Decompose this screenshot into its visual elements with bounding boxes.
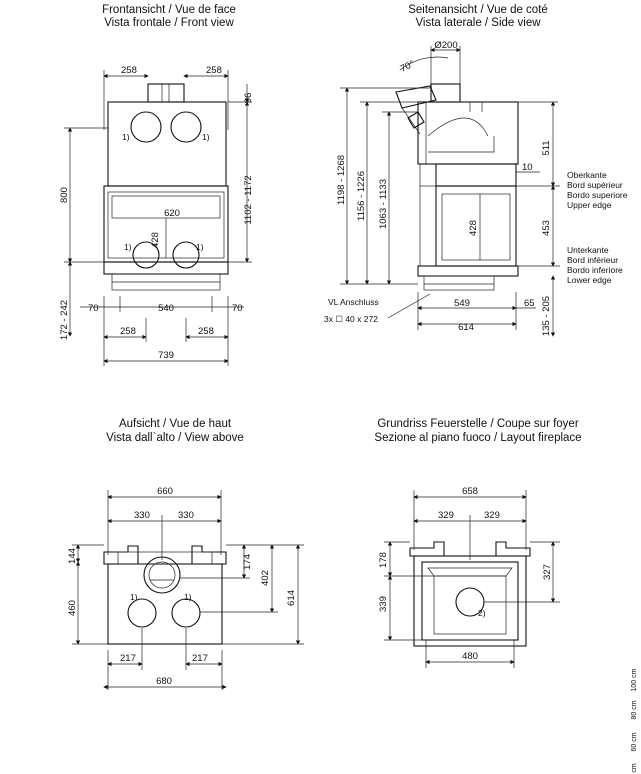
above-dim-b-l: 217 — [120, 653, 136, 664]
side-dim-back: 65 — [524, 298, 535, 309]
above-mark-2: 1) — [184, 592, 192, 602]
side-dim-total: 614 — [458, 322, 474, 333]
above-dim-h402: 402 — [260, 570, 271, 586]
scale-cm: cm — [631, 763, 638, 773]
front-title-1: Frontansicht / Vue de face — [102, 4, 236, 16]
side-dim-h2: 1156 - 1226 — [356, 171, 367, 221]
scale-marks: 100 cm 80 cm 60 cm cm — [631, 668, 638, 772]
side-lower-4: Lower edge — [567, 275, 612, 285]
front-dim-bot-r: 258 — [198, 326, 214, 337]
front-dim-center: 540 — [158, 303, 174, 314]
side-view: Seitenansicht / Vue de coté Vista latera… — [324, 4, 628, 337]
side-upper-2: Bord supérieur — [567, 180, 623, 190]
layout-dim-h178: 178 — [378, 552, 389, 568]
layout-title-1: Grundriss Feuerstelle / Coupe sur foyer — [377, 418, 579, 430]
side-dim-mid: 453 — [541, 220, 552, 236]
front-dim-side-l: 70 — [88, 303, 99, 314]
side-vl-size: 3x ☐ 40 x 272 — [324, 314, 378, 324]
front-title-2: Vista frontale / Front view — [104, 17, 234, 29]
layout-dim-h327: 327 — [542, 564, 553, 580]
side-dim-angle: 70° — [399, 59, 417, 75]
layout-dim-r: 329 — [484, 510, 500, 521]
front-dim-right: 258 — [206, 65, 222, 76]
above-dim-h460: 460 — [67, 600, 78, 616]
above-dim-l: 330 — [134, 510, 150, 521]
side-dim-h3: 1063 - 1133 — [378, 179, 389, 229]
above-dim-h614: 614 — [286, 590, 297, 606]
side-dim-inner: 428 — [468, 220, 479, 236]
layout-dim-bottom: 480 — [462, 651, 478, 662]
side-upper-3: Bordo superiore — [567, 190, 628, 200]
front-mark-2: 1) — [202, 132, 210, 142]
above-dim-r: 330 — [178, 510, 194, 521]
side-dim-dia: Ø200 — [434, 40, 457, 51]
front-mark-4: 1) — [196, 242, 204, 252]
front-dim-total-w: 739 — [158, 350, 174, 361]
front-dim-inner-h: 428 — [150, 232, 161, 248]
front-dim-inner-w: 620 — [164, 208, 180, 219]
front-dim-bot-l: 258 — [120, 326, 136, 337]
scale-100: 100 cm — [631, 668, 638, 691]
above-title-2: Vista dall`alto / View above — [106, 432, 244, 444]
side-dim-h1: 1198 - 1268 — [336, 155, 347, 205]
scale-80: 80 cm — [631, 700, 638, 719]
side-dim-ten: 10 — [522, 162, 533, 173]
front-dim-side-r: 70 — [232, 303, 243, 314]
scale-60: 60 cm — [631, 732, 638, 751]
side-title-2: Vista laterale / Side view — [415, 17, 541, 29]
side-lower-1: Unterkante — [567, 245, 609, 255]
side-lower-3: Bordo inferiore — [567, 265, 623, 275]
side-upper-4: Upper edge — [567, 200, 612, 210]
layout-dim-total: 658 — [462, 486, 478, 497]
front-dim-height: 800 — [59, 187, 70, 203]
front-mark-1: 1) — [122, 132, 130, 142]
side-dim-top: 511 — [541, 140, 552, 155]
front-view: Frontansicht / Vue de face Vista frontal… — [59, 4, 254, 366]
above-view: Aufsicht / Vue de haut Vista dall`alto /… — [67, 418, 304, 690]
side-upper-1: Oberkante — [567, 170, 607, 180]
layout-title-2: Sezione al piano fuoco / Layout fireplac… — [374, 432, 581, 444]
front-mark-3: 1) — [124, 242, 132, 252]
layout-dim-h339: 339 — [378, 596, 389, 612]
front-dim-foot: 172 - 242 — [59, 300, 70, 340]
side-title-1: Seitenansicht / Vue de coté — [408, 4, 548, 16]
above-dim-h174: 174 — [242, 554, 253, 570]
above-dim-total: 660 — [157, 486, 173, 497]
front-dim-total-h: 1102 - 1172 — [243, 175, 254, 224]
above-dim-bottom: 680 — [156, 676, 172, 687]
layout-view: Grundriss Feuerstelle / Coupe sur foyer … — [374, 418, 582, 668]
side-vl-label: VL Anschluss — [328, 297, 379, 307]
front-dim-top: 96 — [243, 93, 254, 104]
above-dim-b-r: 217 — [192, 653, 208, 664]
side-lower-2: Bord inférieur — [567, 255, 618, 265]
layout-mark-1: 2) — [478, 608, 486, 618]
side-dim-foot: 135 - 205 — [541, 296, 552, 336]
above-title-1: Aufsicht / Vue de haut — [119, 418, 232, 430]
above-mark-1: 1) — [130, 592, 138, 602]
above-dim-h144: 144 — [67, 548, 78, 564]
side-dim-depth: 549 — [454, 298, 470, 309]
layout-dim-l: 329 — [438, 510, 454, 521]
front-dim-left: 258 — [121, 65, 137, 76]
